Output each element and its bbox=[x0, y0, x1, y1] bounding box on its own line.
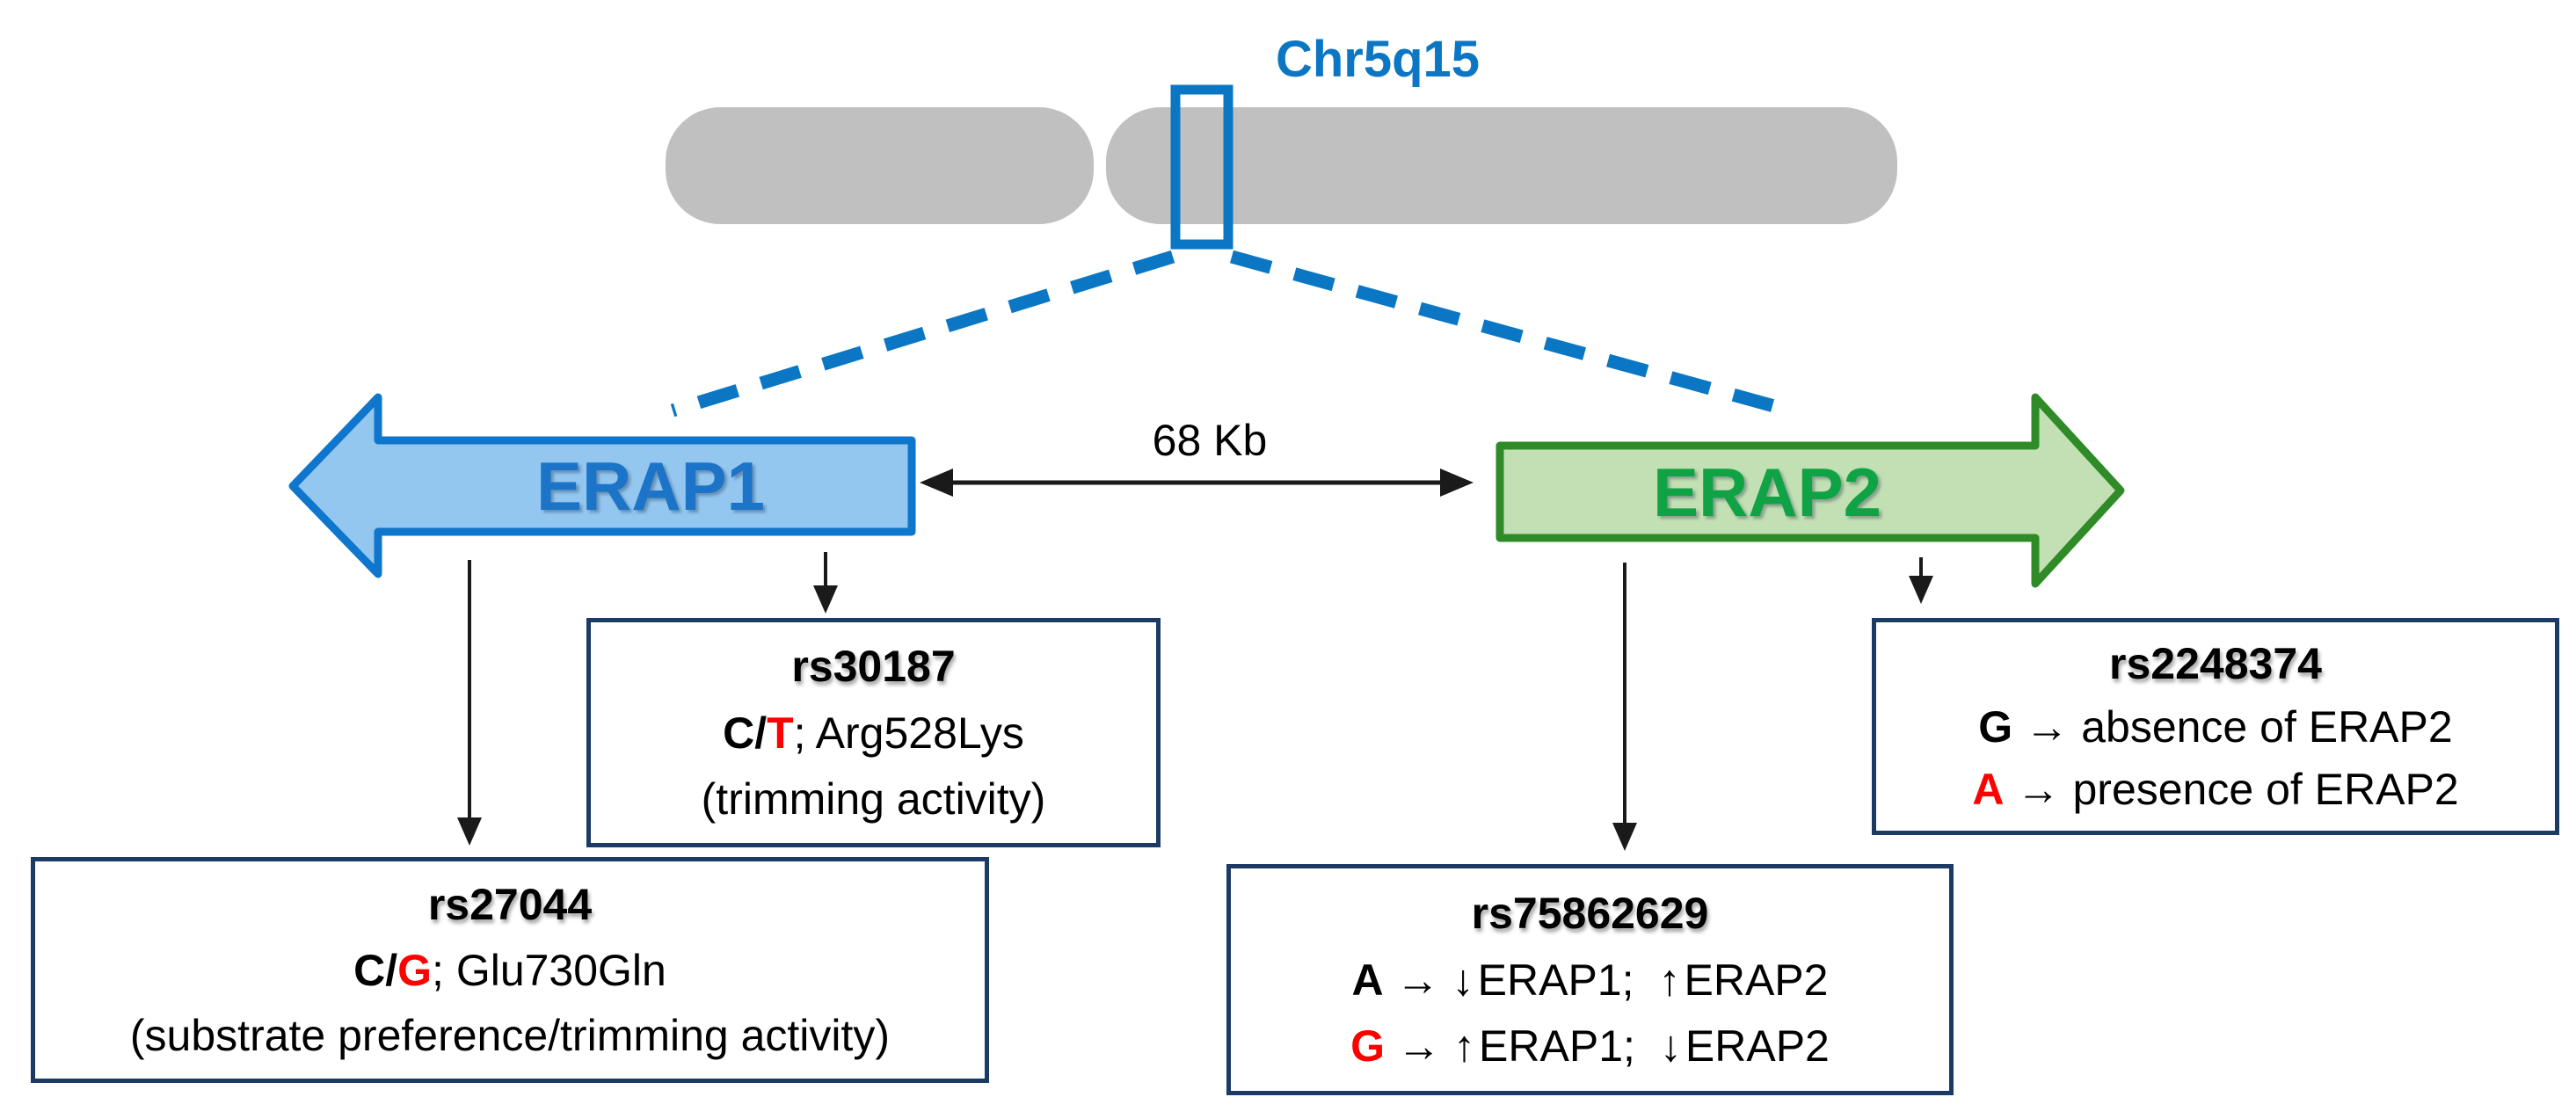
snp-effect-row: G → absence of ERAP2 bbox=[1978, 705, 2452, 749]
distance-arrow bbox=[920, 469, 1474, 497]
allele-black: A bbox=[1351, 955, 1384, 1005]
snp-box-rs27044: rs27044 C/G; Glu730Gln (substrate prefer… bbox=[31, 857, 989, 1083]
allele-red: G bbox=[1350, 1021, 1386, 1072]
distance-arrowhead-left bbox=[920, 469, 953, 497]
connector-arrowhead bbox=[1612, 823, 1637, 851]
up-arrow-icon: ↑ bbox=[1453, 1021, 1476, 1072]
arrow-erap1-to-rs27044 bbox=[457, 560, 482, 846]
variant-rest: ; Arg528Lys bbox=[793, 708, 1024, 758]
connector-arrowhead bbox=[457, 817, 482, 846]
snp-note: (substrate preference/trimming activity) bbox=[129, 1010, 891, 1060]
allele-black: C/ bbox=[353, 945, 398, 995]
right-arrow-icon: → bbox=[2025, 701, 2070, 752]
allele-red: G bbox=[397, 945, 433, 995]
variant-rest: ; Glu730Gln bbox=[432, 945, 666, 995]
locus-marker-rect bbox=[1170, 84, 1233, 250]
dashed-line-right bbox=[1230, 250, 1792, 418]
chromosome bbox=[666, 84, 1897, 250]
right-arrow-icon: → bbox=[1395, 955, 1440, 1005]
allele-black: G bbox=[1978, 701, 2013, 752]
erap1-label: ERAP1 bbox=[535, 447, 766, 525]
snp-title: rs2248374 bbox=[2109, 638, 2322, 688]
connector-arrowhead bbox=[813, 585, 838, 614]
up-arrow-icon: ↑ bbox=[1658, 955, 1681, 1005]
down-arrow-icon: ↓ bbox=[1452, 955, 1474, 1005]
erap2-gene-arrow bbox=[1495, 393, 2125, 588]
right-arrow-icon: → bbox=[1397, 1021, 1442, 1072]
snp-variant-line: C/G; Glu730Gln bbox=[353, 948, 666, 992]
snp-effect-row: A → ↓ ERAP1; ↑ ERAP2 bbox=[1352, 958, 1829, 1002]
allele-red: A bbox=[1972, 765, 2005, 815]
snp-box-rs30187: rs30187 C/T; Arg528Lys (trimming activit… bbox=[586, 618, 1161, 847]
erap2-label: ERAP2 bbox=[1652, 454, 1882, 531]
erap1-gene-arrow bbox=[288, 393, 916, 578]
allele-black: C/ bbox=[723, 708, 768, 758]
snp-variant-line: C/T; Arg528Lys bbox=[723, 711, 1024, 755]
snp-box-rs75862629: rs75862629 A → ↓ ERAP1; ↑ ERAP2 G → ↑ ER… bbox=[1226, 864, 1954, 1095]
arrow-erap2-to-rs75862629 bbox=[1612, 563, 1637, 851]
effect-text: absence of ERAP2 bbox=[2081, 701, 2453, 752]
chromosome-q-arm bbox=[1106, 107, 1897, 224]
snp-effect-row: G → ↑ ERAP1; ↓ ERAP2 bbox=[1350, 1024, 1830, 1068]
chromosome-p-arm bbox=[666, 107, 1094, 224]
distance-arrowhead-right bbox=[1440, 469, 1474, 497]
right-arrow-icon: → bbox=[2016, 765, 2061, 815]
distance-label: 68 Kb bbox=[1152, 416, 1268, 465]
locus-label: Chr5q15 bbox=[1275, 31, 1481, 88]
snp-note: (trimming activity) bbox=[701, 774, 1046, 824]
gene-effect-text: ERAP2 bbox=[1685, 1021, 1830, 1072]
dashed-line-left bbox=[670, 250, 1175, 418]
arrow-erap2-to-rs2248374 bbox=[1909, 557, 1933, 604]
connector-arrowhead bbox=[1909, 576, 1933, 604]
effect-text: presence of ERAP2 bbox=[2072, 765, 2459, 815]
down-arrow-icon: ↓ bbox=[1659, 1021, 1682, 1072]
snp-box-rs2248374: rs2248374 G → absence of ERAP2 A → prese… bbox=[1872, 618, 2559, 835]
snp-title: rs30187 bbox=[791, 642, 956, 692]
snp-title: rs75862629 bbox=[1471, 888, 1709, 938]
arrow-erap1-to-rs30187 bbox=[813, 552, 838, 614]
snp-title: rs27044 bbox=[427, 880, 593, 930]
allele-red: T bbox=[767, 708, 794, 758]
gene-effect-text: ERAP1; bbox=[1477, 955, 1634, 1005]
gene-effect-text: ERAP2 bbox=[1684, 955, 1829, 1005]
gene-effect-text: ERAP1; bbox=[1479, 1021, 1635, 1072]
snp-effect-row: A → presence of ERAP2 bbox=[1972, 767, 2458, 811]
